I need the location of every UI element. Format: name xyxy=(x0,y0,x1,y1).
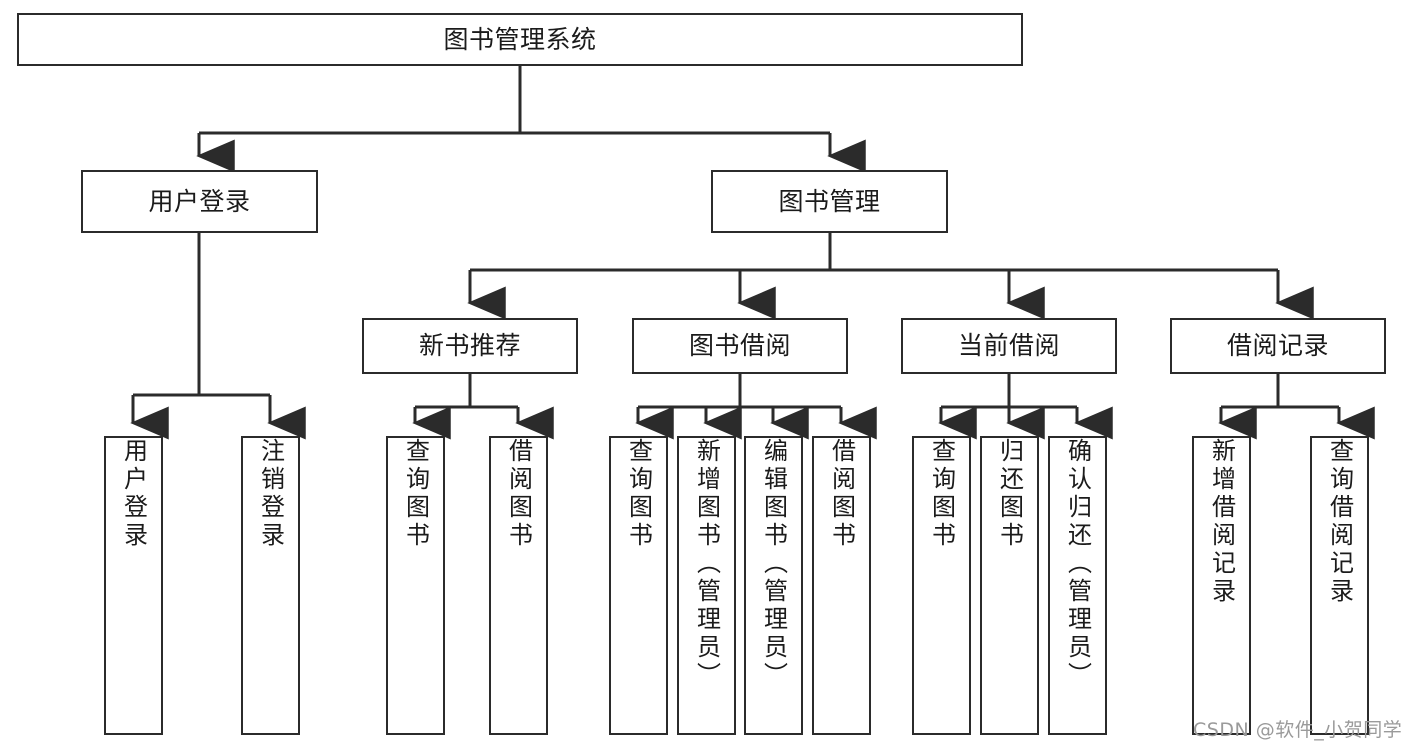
leaf-current-query[interactable]: 查询图书 xyxy=(912,436,971,735)
leaf-borrow-edit-book-label: 编辑图书（管理员） xyxy=(759,438,788,690)
leaf-borrow-edit-book[interactable]: 编辑图书（管理员） xyxy=(744,436,803,735)
node-borrow-record-label: 借阅记录 xyxy=(1226,331,1329,361)
leaf-newbook-query[interactable]: 查询图书 xyxy=(386,436,445,735)
leaf-current-return-label: 归还图书 xyxy=(995,438,1024,550)
node-book-management[interactable]: 图书管理 xyxy=(711,170,948,233)
leaf-user-login-signin-label: 用户登录 xyxy=(119,438,148,550)
leaf-record-add-label: 新增借阅记录 xyxy=(1207,438,1236,606)
leaf-record-query-label: 查询借阅记录 xyxy=(1325,438,1354,606)
node-user-login[interactable]: 用户登录 xyxy=(81,170,318,233)
node-current-borrow[interactable]: 当前借阅 xyxy=(901,318,1117,374)
leaf-record-query[interactable]: 查询借阅记录 xyxy=(1310,436,1369,735)
node-book-borrow-label: 图书借阅 xyxy=(688,331,791,361)
leaf-borrow-query[interactable]: 查询图书 xyxy=(609,436,668,735)
leaf-borrow-borrow-book-label: 借阅图书 xyxy=(827,438,856,550)
leaf-borrow-query-label: 查询图书 xyxy=(624,438,653,550)
node-user-login-label: 用户登录 xyxy=(148,186,251,216)
node-borrow-record[interactable]: 借阅记录 xyxy=(1170,318,1386,374)
leaf-current-return[interactable]: 归还图书 xyxy=(980,436,1039,735)
leaf-current-confirm-return[interactable]: 确认归还（管理员） xyxy=(1048,436,1107,735)
leaf-newbook-borrow[interactable]: 借阅图书 xyxy=(489,436,548,735)
leaf-newbook-query-label: 查询图书 xyxy=(401,438,430,550)
leaf-borrow-borrow-book[interactable]: 借阅图书 xyxy=(812,436,871,735)
leaf-user-login-signout-label: 注销登录 xyxy=(256,438,285,550)
node-root-system-label: 图书管理系统 xyxy=(443,24,597,54)
node-root-system[interactable]: 图书管理系统 xyxy=(17,13,1023,66)
leaf-record-add[interactable]: 新增借阅记录 xyxy=(1192,436,1251,735)
leaf-borrow-add-book-label: 新增图书（管理员） xyxy=(692,438,721,690)
leaf-user-login-signout[interactable]: 注销登录 xyxy=(241,436,300,735)
node-book-management-label: 图书管理 xyxy=(778,186,881,216)
leaf-user-login-signin[interactable]: 用户登录 xyxy=(104,436,163,735)
leaf-borrow-add-book[interactable]: 新增图书（管理员） xyxy=(677,436,736,735)
node-new-book-recommend-label: 新书推荐 xyxy=(418,331,521,361)
node-new-book-recommend[interactable]: 新书推荐 xyxy=(362,318,578,374)
leaf-current-query-label: 查询图书 xyxy=(927,438,956,550)
node-current-borrow-label: 当前借阅 xyxy=(957,331,1060,361)
node-book-borrow[interactable]: 图书借阅 xyxy=(632,318,848,374)
leaf-current-confirm-return-label: 确认归还（管理员） xyxy=(1063,438,1092,690)
csdn-watermark: CSDN @软件_小贺同学 xyxy=(1193,719,1403,741)
leaf-newbook-borrow-label: 借阅图书 xyxy=(504,438,533,550)
